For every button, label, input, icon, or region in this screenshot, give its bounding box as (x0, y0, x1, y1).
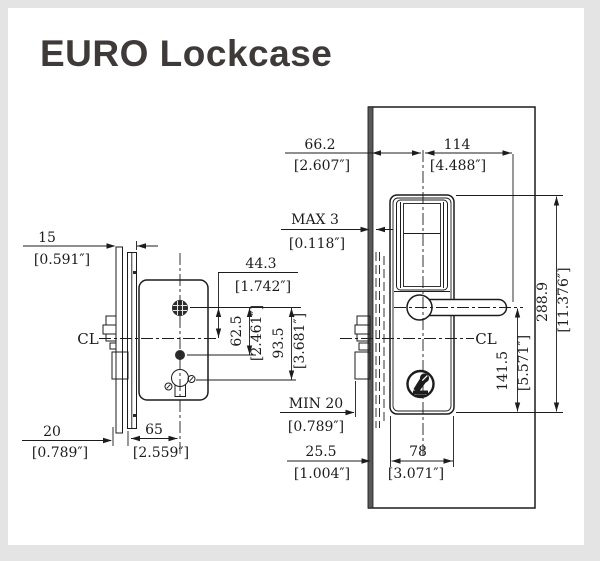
dim-door-gap: MAX 3 [0.118″] (281, 212, 393, 252)
dim-inch: [5.571″] (516, 335, 532, 391)
arrowhead (376, 226, 385, 233)
arrowhead (412, 150, 421, 156)
deadbolt (111, 351, 129, 380)
dimensions: 66.2 [2.607″] 114 [4.488″] MAX 3 [0.118″… (22, 137, 572, 482)
dim-mm: MIN 20 (289, 396, 343, 412)
lock-body (138, 279, 209, 401)
dim-mm: 66.2 (304, 137, 335, 153)
dim-mm: 65 (145, 422, 163, 438)
arrowhead (553, 196, 560, 206)
key-cylinder (406, 369, 435, 399)
dim-bolt-throw: MIN 20 [0.789″] (280, 381, 356, 435)
aux-bolt (109, 342, 117, 350)
door-edge (367, 106, 374, 509)
key-icon-slot (421, 375, 428, 382)
key-icon-base (415, 394, 426, 398)
arrowhead (168, 435, 178, 442)
dim-mm: 93.5 (271, 327, 287, 358)
dim-inch: [0.118″] (289, 236, 345, 252)
arrowhead (288, 370, 295, 380)
dim-mm: 44.3 (245, 256, 276, 272)
dim-faceplate-width: 15 [0.591″] (23, 230, 158, 268)
dim-case-depth: 20 [0.789″] (22, 424, 129, 461)
dim-mm: 15 (38, 230, 56, 246)
side-view (99, 246, 219, 456)
dim-lever-to-bottom: 141.5 [5.571″] (495, 308, 532, 412)
dim-mm: 78 (409, 444, 427, 460)
dim-spindle-to-cyl: 93.5 [3.681″] (271, 307, 308, 380)
front-view (340, 106, 536, 509)
cylinder-screw (164, 382, 173, 391)
arrowhead (137, 243, 146, 249)
aux-bolt-front (358, 342, 371, 351)
deadbolt-front (354, 351, 371, 380)
dim-mm: 25.5 (305, 444, 336, 460)
dim-inch: [2.461″] (249, 305, 265, 361)
dim-mm: 141.5 (495, 351, 511, 391)
dim-inch: [0.789″] (288, 419, 344, 435)
dim-lever-length: 114 [4.488″] (425, 137, 514, 302)
arrowhead (443, 458, 453, 464)
arrowhead (425, 150, 435, 156)
dim-inch: [0.789″] (32, 445, 88, 461)
arrowhead (246, 308, 253, 317)
dim-inch: [1.742″] (235, 279, 291, 295)
dim-mm: 114 (444, 137, 471, 153)
arrowhead (553, 402, 560, 412)
dim-backset-side: 65 [2.559″] (131, 422, 189, 461)
window-outer (396, 199, 448, 291)
dim-inch: [11.376″] (556, 267, 572, 332)
dim-inch: [3.681″] (292, 313, 308, 369)
faceplate-screw (133, 271, 136, 274)
screw-slot (189, 376, 194, 382)
arrowhead (103, 437, 112, 444)
paper (8, 8, 584, 545)
dim-mm: 62.5 (229, 315, 245, 346)
arrowhead (360, 226, 370, 233)
dim-spindle-to-hole: 62.5 [2.461″] (229, 305, 265, 361)
arrowhead (106, 243, 116, 249)
latch-bolt (105, 333, 117, 342)
cylinder-screw (187, 375, 196, 383)
dim-mm: MAX 3 (291, 212, 339, 228)
arrowhead (215, 328, 222, 338)
dim-plate-height: 288.9 [11.376″] (535, 196, 572, 412)
arrowhead (361, 458, 371, 464)
dim-inch: [0.591″] (34, 252, 90, 268)
dim-mm: 288.9 (535, 282, 551, 322)
arrowhead (215, 308, 222, 317)
dim-inch: [2.607″] (294, 158, 350, 174)
centerline-label-right: CL (475, 330, 496, 348)
arrowhead (288, 308, 295, 317)
arrowhead (502, 150, 512, 156)
card-reader-window (394, 199, 450, 292)
screw-slot (166, 384, 171, 389)
arrowhead (514, 308, 521, 318)
dim-inch: [3.071″] (388, 466, 444, 482)
dim-inch: [2.559″] (133, 445, 189, 461)
arrowhead (372, 150, 381, 156)
dim-backset-top: 66.2 [2.607″] (285, 137, 421, 174)
centerline-label-left: CL (77, 330, 98, 348)
dim-inch: [4.488″] (430, 158, 486, 174)
spindle-hole (172, 300, 188, 316)
arrowhead (345, 409, 355, 416)
dim-plate-width: 78 [3.071″] (388, 416, 454, 482)
key-icon-base (413, 390, 428, 395)
page-title: EURO Lockcase (40, 33, 332, 74)
dim-spindle-to-cl: 44.3 [1.742″] (215, 256, 298, 338)
latch-bolt-front (356, 333, 371, 342)
dim-inch: [1.004″] (294, 466, 350, 482)
dim-edge-to-plate: 25.5 [1.004″] (287, 444, 406, 482)
faceplate-screw (133, 414, 136, 417)
dim-mm: 20 (43, 424, 61, 440)
arrowhead (131, 435, 140, 442)
window-inner (403, 203, 441, 287)
arrowhead (246, 345, 253, 355)
arrowhead (514, 402, 521, 412)
